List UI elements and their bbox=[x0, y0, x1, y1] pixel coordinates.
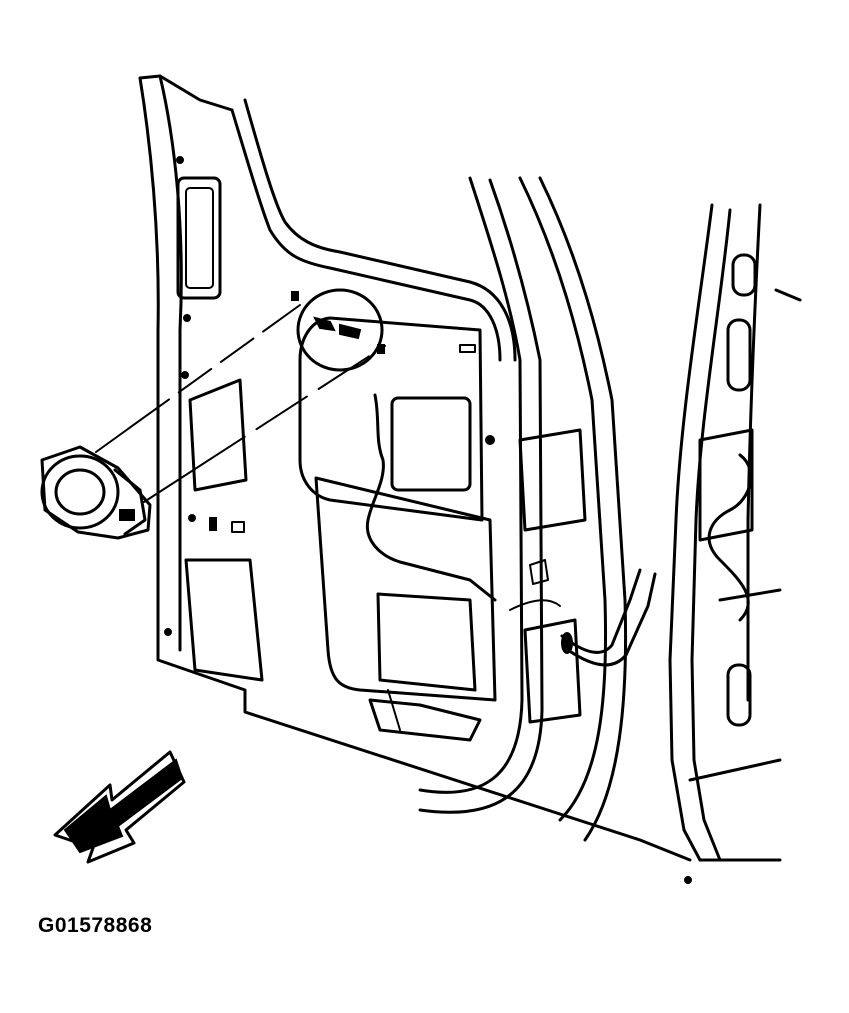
panel-details bbox=[164, 156, 549, 636]
front-direction-arrow-icon bbox=[53, 750, 186, 864]
wire-grommet bbox=[560, 568, 657, 667]
speaker-mounting-hole bbox=[291, 288, 385, 372]
wiring-harness bbox=[365, 393, 561, 611]
figure-id-label: G01578868 bbox=[38, 914, 153, 937]
body-b-pillar bbox=[668, 203, 802, 884]
installation-lines bbox=[95, 304, 386, 503]
door-inner-panel bbox=[138, 74, 692, 862]
speaker-icon bbox=[40, 445, 152, 540]
